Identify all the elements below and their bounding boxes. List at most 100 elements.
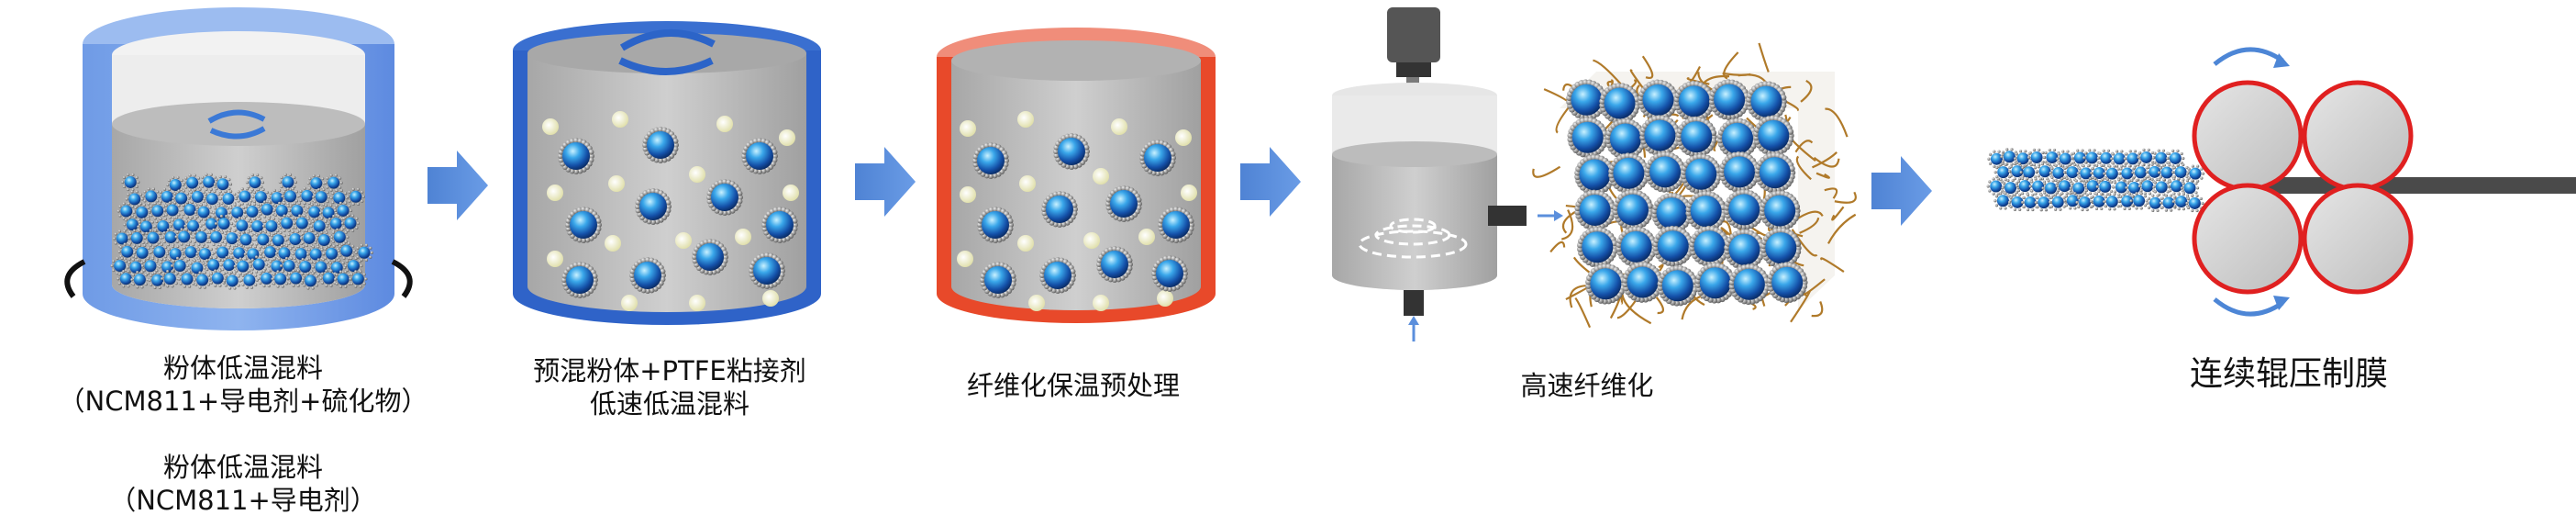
binder-particle: [1138, 229, 1155, 245]
feed-particle: [2095, 177, 2115, 196]
powder-particle: [130, 270, 150, 289]
powder-particle: [199, 173, 218, 191]
cube-particle: [1728, 263, 1771, 306]
feed-particle: [2117, 164, 2137, 183]
ptfe-fiber: [1723, 51, 1739, 80]
step5-output-film: [2248, 177, 2576, 194]
step3-vessel: [937, 28, 1216, 323]
coated-particle: [1041, 191, 1078, 228]
powder-particle: [177, 270, 197, 288]
roller-bottom-rotate-icon: [2213, 297, 2284, 317]
binder-particle: [547, 185, 563, 201]
powder-particle: [161, 269, 180, 288]
powder-particle: [222, 229, 242, 248]
step2-mixer: [513, 21, 821, 325]
roller-top-right: [2302, 80, 2414, 192]
powder-particle: [113, 229, 132, 248]
step4-outlet: [1488, 206, 1527, 226]
step1-caption-gap: [50, 418, 436, 451]
binder-particle: [960, 186, 976, 203]
roller-bottom-right: [2302, 183, 2414, 295]
ptfe-fiber: [1800, 79, 1813, 103]
binder-particle: [605, 235, 621, 252]
cube-particles: [1566, 79, 1808, 307]
feed-particle: [2035, 162, 2055, 181]
step5-calender: [1986, 47, 2576, 317]
powder-particle: [174, 228, 194, 246]
cube-particle: [1708, 79, 1750, 121]
binder-particle: [957, 251, 973, 267]
ptfe-fiber: [1532, 165, 1561, 178]
cube-particle: [1616, 226, 1658, 268]
binder-particle: [1175, 129, 1192, 146]
binder-particle: [1157, 290, 1173, 307]
coated-particle: [977, 207, 1014, 243]
binder-particle: [762, 290, 779, 307]
ptfe-fiber: [1616, 297, 1638, 319]
powder-particle: [219, 255, 239, 274]
binder-particle: [689, 166, 705, 183]
feed-particle: [2137, 177, 2158, 196]
powder-particle: [171, 256, 190, 275]
ptfe-fiber: [1549, 241, 1566, 253]
powder-particle: [117, 202, 136, 220]
powder-particle: [269, 231, 288, 250]
step1-rotate-icon: [207, 109, 266, 124]
cube-particle: [1639, 115, 1681, 156]
ptfe-fiber: [1799, 217, 1820, 234]
step4-vortex: [1358, 218, 1468, 259]
feed-particle: [2049, 193, 2068, 211]
step4-fibrillated-cube: [1532, 42, 1857, 329]
powder-particle: [232, 217, 251, 235]
binder-particle: [779, 129, 795, 146]
cube-particle: [1608, 152, 1649, 195]
step2-caption: 预混粉体+PTFE粘接剂 低速低温混料: [495, 354, 844, 420]
powder-particle: [235, 187, 254, 206]
powder-particle: [301, 272, 320, 290]
ptfe-fiber: [1574, 297, 1592, 329]
cube-particle: [1657, 264, 1699, 307]
binder-particle: [621, 295, 638, 311]
powder-particle: [121, 173, 140, 192]
ptfe-fiber: [1561, 209, 1579, 234]
powder-particle: [271, 270, 290, 288]
step2-caption-line-2: 低速低温混料: [589, 388, 749, 420]
step2-rotate-icon: [619, 28, 716, 51]
step1-caption-line-2: （NCM811+导电剂+硫化物）: [58, 386, 428, 417]
coated-particle: [1039, 257, 1076, 294]
step1-mixer: [64, 7, 413, 330]
roller-bottom-left: [2192, 183, 2304, 295]
step4-caption-line-1: 高速纤维化: [1520, 370, 1654, 401]
binder-particle: [1181, 185, 1197, 201]
coated-particle: [706, 179, 743, 216]
feed-particle: [2049, 163, 2068, 183]
powder-particle: [153, 217, 172, 236]
powder-particle: [281, 187, 300, 206]
feed-particle: [2034, 193, 2053, 212]
step-arrow-1: [427, 151, 488, 220]
cube-particle: [1760, 227, 1802, 269]
step5-caption: 连续辊压制膜: [2137, 354, 2440, 395]
coated-particle: [561, 262, 598, 298]
coated-particle: [1158, 207, 1194, 243]
feed-particle: [2152, 178, 2171, 196]
cube-particle: [1574, 189, 1616, 231]
powder-particle: [162, 201, 183, 219]
step5-feed-material: [1986, 148, 2205, 213]
feed-particle: [2103, 192, 2122, 211]
coated-particle: [1053, 133, 1090, 170]
ptfe-fiber: [1834, 191, 1857, 204]
feed-particle: [2056, 150, 2075, 168]
roller-top-left: [2192, 80, 2304, 192]
feed-particle: [2055, 177, 2074, 196]
powder-particle: [340, 214, 361, 232]
powder-particle: [311, 258, 331, 276]
cube-particle: [1644, 151, 1686, 193]
binder-particle: [612, 111, 628, 128]
ptfe-fiber: [1813, 156, 1840, 168]
feed-particle: [2007, 162, 2027, 181]
step4-inlet: [1404, 290, 1424, 316]
binder-particle: [542, 118, 559, 135]
ptfe-fiber: [1572, 256, 1591, 274]
powder-particle: [324, 173, 343, 192]
